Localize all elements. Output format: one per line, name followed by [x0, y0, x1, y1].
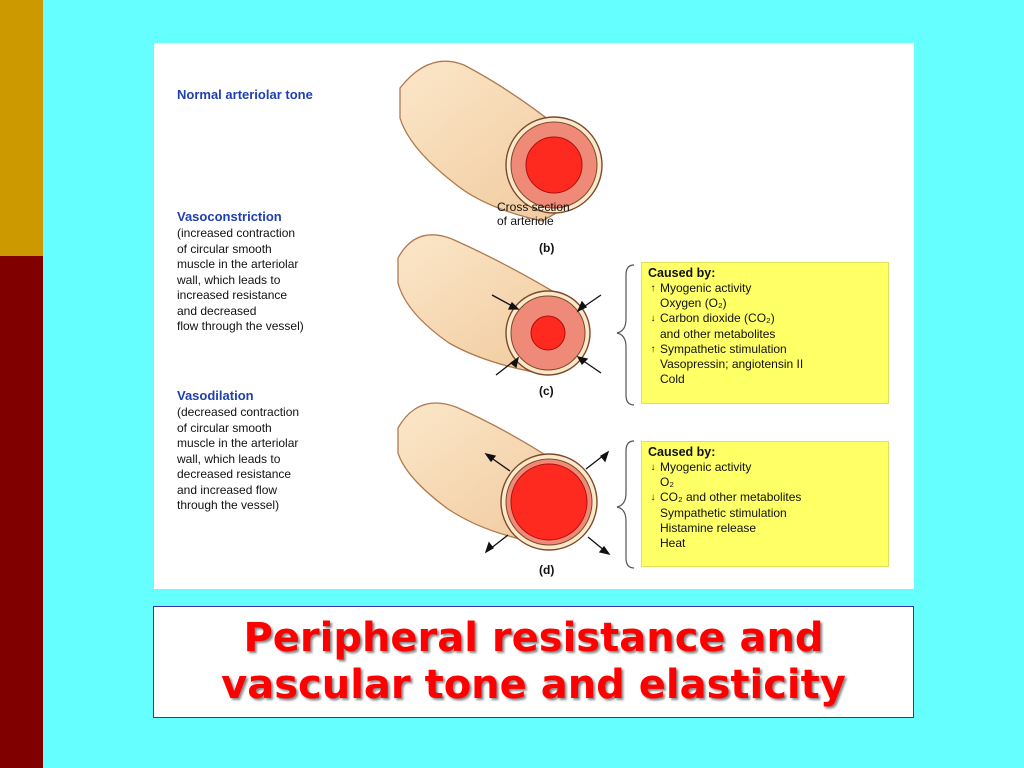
- desc-line: flow through the vessel): [177, 319, 304, 333]
- arteriole-figure: Normal arteriolar tone Cross section of …: [154, 43, 914, 589]
- cause-item: and other metabolites: [648, 327, 882, 342]
- cause-text: O₂: [660, 475, 674, 490]
- cause-item: Oxygen (O₂): [648, 296, 882, 311]
- cause-item: Vasopressin; angiotensin II: [648, 357, 882, 372]
- desc-line: through the vessel): [177, 498, 280, 512]
- cause-text: Sympathetic stimulation: [660, 341, 787, 356]
- cause-item: O₂: [648, 475, 882, 490]
- panel-label-c: (c): [539, 384, 554, 398]
- desc-line: increased resistance: [177, 288, 288, 302]
- cause-text: Carbon dioxide (CO₂): [660, 311, 775, 326]
- constriction-causes-box: Caused by: ↑ Myogenic activity Oxygen (O₂…: [641, 262, 889, 404]
- cause-text: CO₂ and other metabolites: [660, 490, 802, 505]
- arteriole-constricted: [397, 234, 602, 376]
- sidebar-bottom-bar: [0, 256, 43, 768]
- cause-text: and other metabolites: [660, 326, 776, 341]
- desc-line: muscle in the arteriolar: [177, 436, 299, 450]
- cause-item: ↓ Myogenic activity: [648, 460, 882, 475]
- desc-line: of circular smooth: [177, 420, 272, 435]
- cross-section-label: Cross section of arteriole: [497, 200, 570, 228]
- cause-item: Cold: [648, 372, 882, 387]
- cause-text: Cold: [660, 372, 685, 387]
- down-arrow-icon: ↓: [650, 462, 656, 473]
- vasodilation-heading: Vasodilation: [177, 388, 254, 403]
- slide-title-box: Peripheral resistance and vascular tone …: [153, 606, 914, 718]
- sidebar-top-bar: [0, 0, 43, 256]
- desc-line: decreased resistance: [177, 467, 292, 481]
- desc-line: and decreased: [177, 303, 257, 318]
- panel-label-d: (d): [539, 563, 555, 577]
- cause-item: Heat: [648, 536, 882, 551]
- cause-text: Oxygen (O₂): [660, 296, 727, 311]
- desc-line: (increased contraction: [177, 226, 296, 240]
- cause-item: ↓ Carbon dioxide (CO₂): [648, 311, 882, 326]
- constriction-causes-list: ↑ Myogenic activity Oxygen (O₂) ↓ Carbon d…: [648, 281, 882, 387]
- cause-item: ↓ CO₂ and other metabolites: [648, 490, 882, 505]
- down-arrow-icon: ↓: [650, 313, 656, 325]
- normal-tone-heading: Normal arteriolar tone: [177, 87, 313, 102]
- vasoconstriction-heading: Vasoconstriction: [177, 209, 282, 224]
- cause-text: Myogenic activity: [660, 281, 752, 295]
- cause-item: ↑ Myogenic activity: [648, 281, 882, 296]
- cause-braces: [616, 264, 635, 569]
- cause-text: Sympathetic stimulation: [660, 505, 787, 520]
- arteriole-drawings: [397, 60, 635, 569]
- desc-line: (decreased contraction: [177, 405, 300, 419]
- dilation-causes-box: Caused by: ↓ Myogenic activity O₂ ↓ CO₂ an…: [641, 441, 889, 567]
- down-arrow-icon: ↓: [650, 492, 656, 504]
- desc-line: wall, which leads to: [177, 451, 281, 466]
- arteriole-dilated: [397, 402, 611, 556]
- up-arrow-icon: ↑: [650, 343, 656, 355]
- cross-section-line: Cross section: [497, 200, 570, 214]
- arteriole-normal: [399, 60, 603, 222]
- cause-item: Histamine release: [648, 521, 882, 536]
- cross-section-line: of arteriole: [497, 214, 554, 228]
- cause-item: ↑ Sympathetic stimulation: [648, 342, 882, 357]
- cause-text: Histamine release: [660, 520, 757, 535]
- desc-line: muscle in the arteriolar: [177, 257, 299, 271]
- cause-item: Sympathetic stimulation: [648, 506, 882, 521]
- slide-title-line-2: vascular tone and elasticity: [221, 662, 846, 708]
- slide-title-line-1: Peripheral resistance and: [243, 615, 824, 661]
- cause-text: Vasopressin; angiotensin II: [660, 357, 804, 372]
- desc-line: of circular smooth: [177, 241, 272, 256]
- panel-label-b: (b): [539, 241, 555, 255]
- dilation-causes-title: Caused by:: [648, 445, 716, 459]
- cause-text: Myogenic activity: [660, 460, 752, 474]
- cause-text: Heat: [660, 536, 686, 551]
- vasoconstriction-description: (increased contraction of circular smoot…: [177, 226, 304, 335]
- desc-line: wall, which leads to: [177, 272, 281, 287]
- constriction-causes-title: Caused by:: [648, 266, 716, 280]
- dilation-causes-list: ↓ Myogenic activity O₂ ↓ CO₂ and other met…: [648, 460, 882, 551]
- up-arrow-icon: ↑: [650, 283, 656, 294]
- vasodilation-description: (decreased contraction of circular smoot…: [177, 405, 299, 514]
- desc-line: and increased flow: [177, 482, 278, 497]
